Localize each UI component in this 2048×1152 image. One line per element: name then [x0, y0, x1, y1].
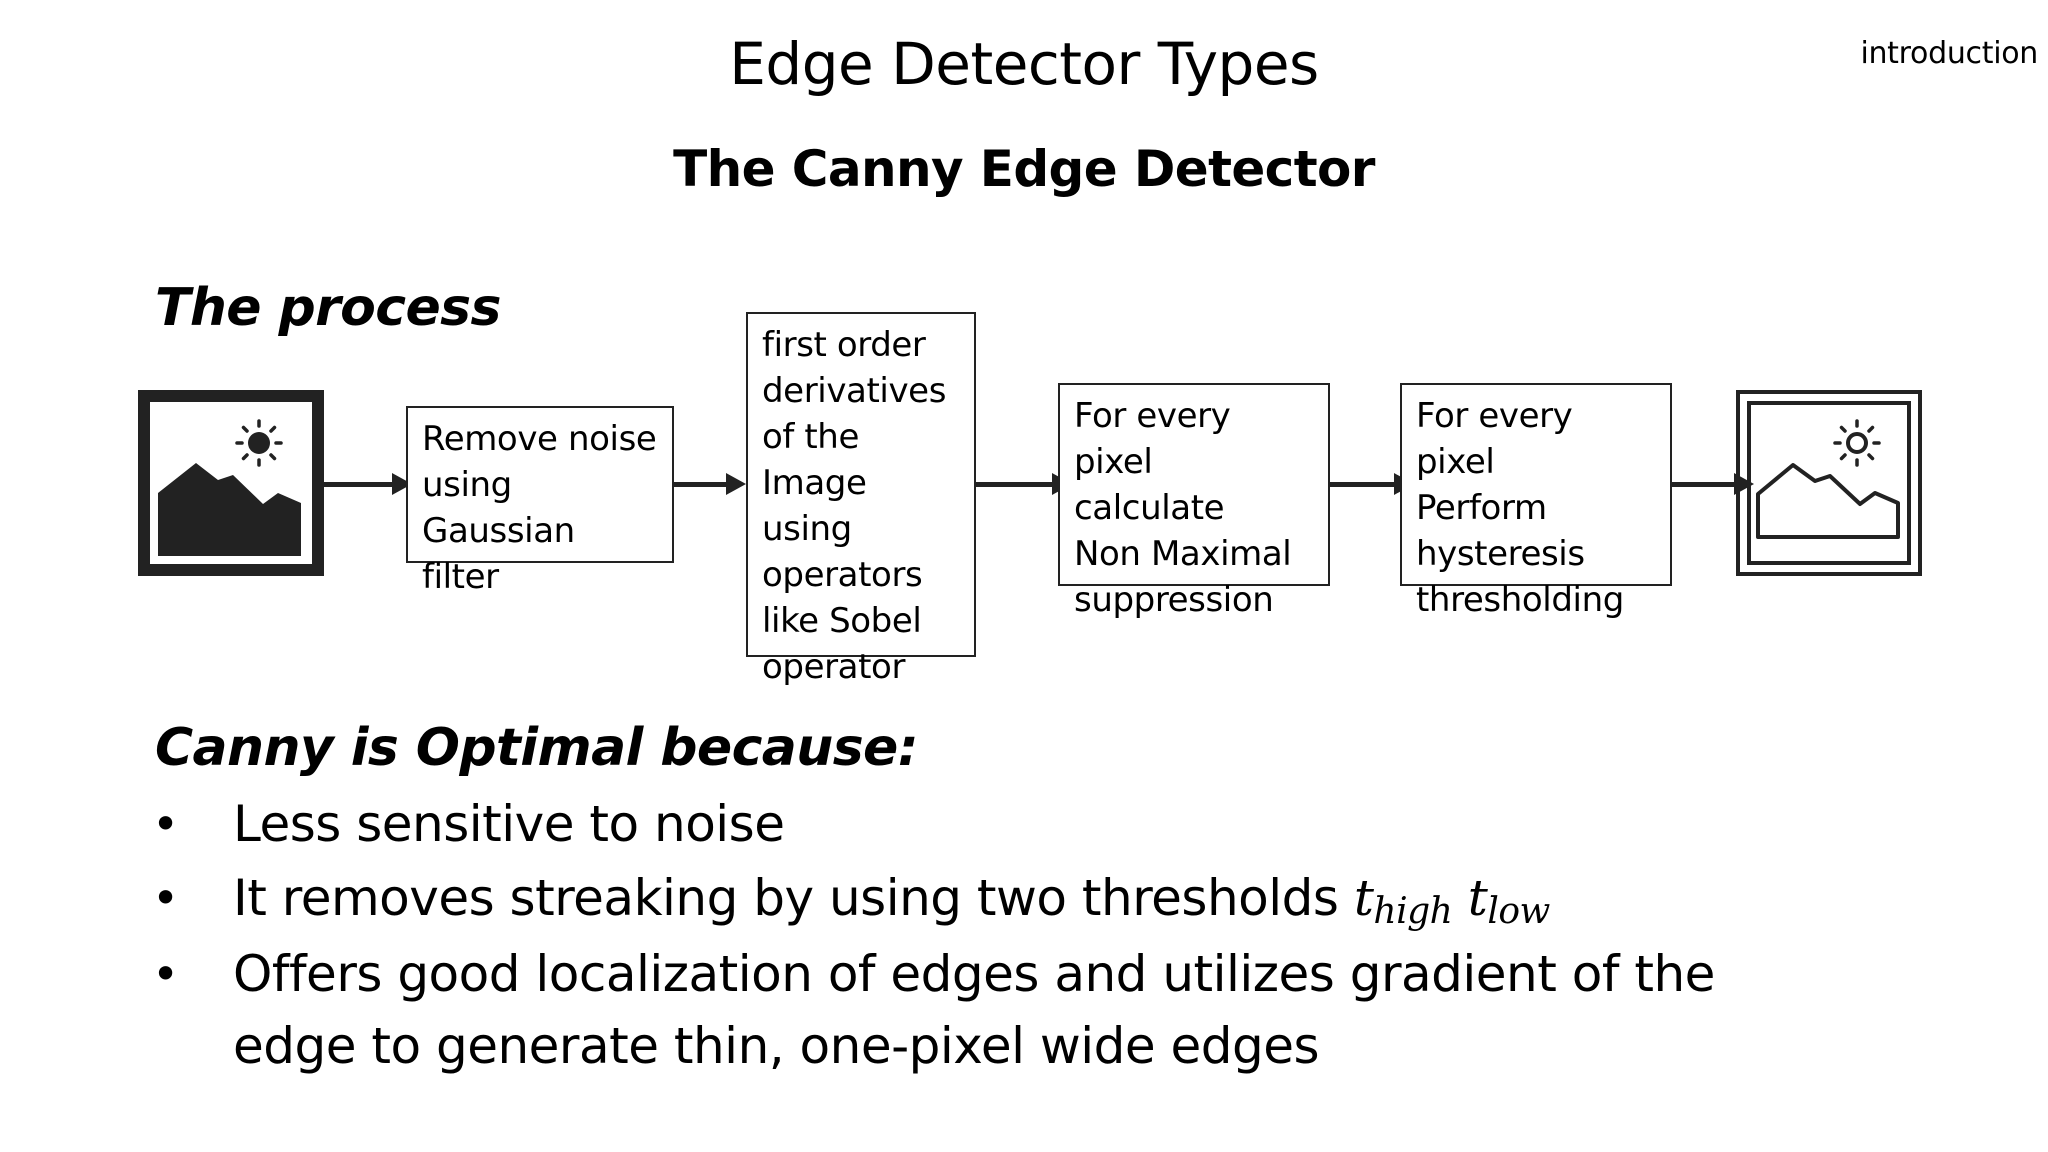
threshold-low: tlow — [1467, 869, 1551, 932]
bullet-dot: • — [152, 871, 180, 925]
step-line: thresholding — [1416, 580, 1624, 620]
step-line: For every pixel — [1416, 396, 1573, 482]
process-heading: The process — [155, 278, 501, 338]
flow-arrow — [324, 482, 394, 487]
arrow-head — [726, 473, 746, 495]
step-box-hysteresis: For every pixel Perform hysteresis thres… — [1400, 383, 1672, 620]
optimal-heading: Canny is Optimal because: — [155, 718, 919, 778]
step-line: operator — [762, 647, 906, 687]
bullet-removes-streaking: It removes streaking by using two thresh… — [233, 862, 1550, 934]
step-line: filter — [422, 557, 499, 597]
step-line: operators — [762, 555, 923, 595]
flow-arrow — [976, 482, 1054, 487]
slide-title: Edge Detector Types — [729, 30, 1319, 98]
step-line: suppression — [1074, 580, 1274, 620]
threshold-high: thigh — [1353, 869, 1453, 932]
step-line: Perform — [1416, 488, 1547, 528]
step-line: Remove noise — [422, 419, 657, 459]
flow-arrow — [1672, 482, 1738, 487]
image-icon — [138, 390, 324, 576]
slide-subtitle: The Canny Edge Detector — [673, 140, 1375, 198]
step-line: For every pixel — [1074, 396, 1231, 482]
edge-image-icon — [1736, 390, 1922, 576]
bullet-text: Less sensitive to noise — [233, 795, 785, 853]
bullet-localization: Offers good localization of edges and ut… — [233, 938, 1715, 1082]
step-line: derivatives — [762, 371, 947, 411]
step-line: Non Maximal — [1074, 534, 1292, 574]
bullet-text: It removes streaking by using two thresh… — [233, 869, 1339, 927]
flow-arrow — [674, 482, 728, 487]
bullet-text-line: Offers good localization of edges and ut… — [233, 945, 1715, 1003]
step-line: first order — [762, 325, 926, 365]
bullet-dot: • — [152, 947, 180, 1001]
bullet-less-sensitive: Less sensitive to noise — [233, 788, 785, 860]
step-box-non-maximal-suppression: For every pixel calculate Non Maximal su… — [1058, 383, 1330, 620]
step-box-remove-noise: Remove noise using Gaussian filter — [406, 406, 674, 597]
step-line: using Gaussian — [422, 465, 575, 551]
step-line: Image using — [762, 463, 867, 549]
flow-arrow — [1330, 482, 1396, 487]
step-line: calculate — [1074, 488, 1225, 528]
step-line: like Sobel — [762, 601, 922, 641]
section-tag: introduction — [1860, 36, 2038, 71]
bullet-dot: • — [152, 797, 180, 851]
step-box-derivatives: first order derivatives of the Image usi… — [746, 312, 976, 687]
bullet-text-line: edge to generate thin, one-pixel wide ed… — [233, 1017, 1320, 1075]
step-line: of the — [762, 417, 859, 457]
step-line: hysteresis — [1416, 534, 1585, 574]
